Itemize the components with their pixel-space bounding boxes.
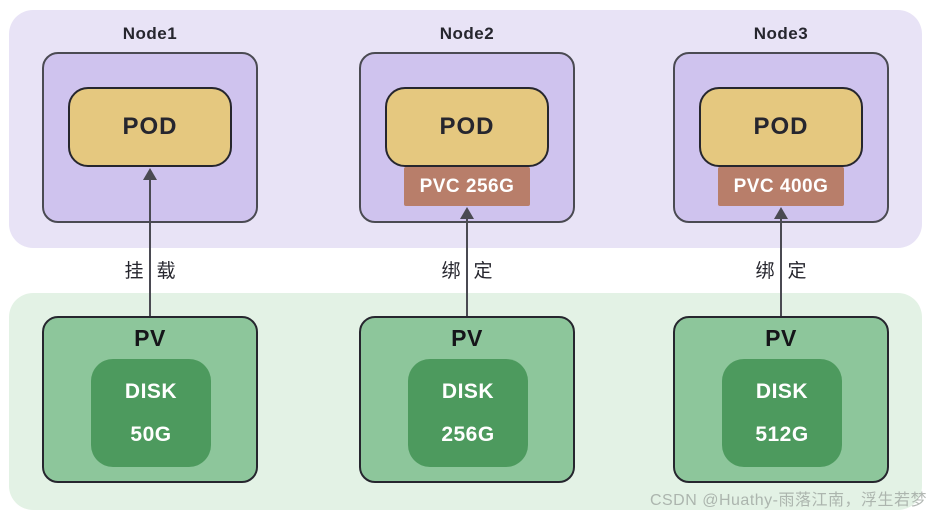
disk-box: DISK 512G	[722, 359, 842, 467]
pv-box: PV DISK 256G	[359, 316, 575, 483]
link-label: 绑定	[755, 261, 820, 282]
pod-box: POD	[385, 87, 549, 167]
pv-box: PV DISK 512G	[673, 316, 889, 483]
disk-box: DISK 256G	[408, 359, 528, 467]
pod-box: POD	[699, 87, 863, 167]
pvc-badge: PVC 400G	[718, 167, 844, 206]
disk-size: 256G	[441, 422, 495, 446]
arrow-up-icon	[774, 207, 788, 219]
pv-label: PV	[765, 325, 797, 351]
node-title: Node1	[122, 24, 178, 43]
pvc-badge: PVC 256G	[404, 167, 530, 206]
disk-label: DISK	[441, 379, 495, 403]
watermark: CSDN @Huathy-雨落江南，浮生若梦	[649, 492, 927, 509]
arrow-up-icon	[143, 168, 157, 180]
node-column-2: Node2 POD PVC 256G 绑定 PV DISK 256G	[359, 0, 575, 515]
arrow-up-icon	[460, 207, 474, 219]
link-label: 绑定	[441, 261, 506, 282]
link-label: 挂载	[124, 261, 189, 282]
arrow-line	[466, 218, 468, 316]
pv-box: PV DISK 50G	[42, 316, 258, 483]
node-column-3: Node3 POD PVC 400G 绑定 PV DISK 512G	[673, 0, 889, 515]
pv-label: PV	[451, 325, 483, 351]
disk-size: 50G	[130, 422, 172, 446]
arrow-line	[149, 179, 151, 316]
disk-size: 512G	[755, 422, 809, 446]
disk-label: DISK	[124, 379, 178, 403]
pod-box: POD	[68, 87, 232, 167]
arrow-line	[780, 218, 782, 316]
node-column-1: Node1 POD 挂载 PV DISK 50G	[42, 0, 258, 515]
node-title: Node2	[439, 24, 495, 43]
disk-label: DISK	[755, 379, 809, 403]
node-title: Node3	[753, 24, 809, 43]
pv-label: PV	[134, 325, 166, 351]
disk-box: DISK 50G	[91, 359, 211, 467]
